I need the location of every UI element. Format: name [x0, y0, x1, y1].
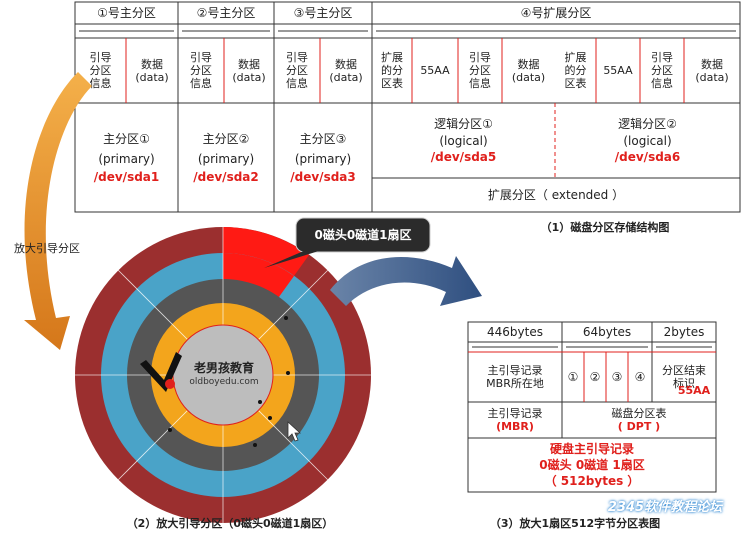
dpt-entry-1: ① — [567, 370, 579, 384]
callout-text: 0磁头0磁道1扇区 — [314, 228, 412, 242]
boot-info-cell: 引导 分区 信息 — [651, 51, 673, 90]
data-cell: 数据 (data) — [135, 57, 169, 84]
boot-info-cell: 引导 分区 信息 — [469, 51, 491, 90]
logical-partition-2: 逻辑分区② (logical) /dev/sda6 — [555, 103, 740, 178]
partition-device: /dev/sda1 — [93, 169, 160, 184]
data-cell: 数据 (data) — [511, 57, 546, 84]
caption-3: （3）放大1扇区512字节分区表图 — [489, 517, 661, 530]
caption-2: （2）放大引导分区（0磁头0磁道1扇区） — [126, 517, 334, 530]
data-cell: 数据 (data) — [232, 57, 266, 84]
partition-name: 主分区② — [202, 131, 250, 146]
ext-table-cell: 扩展 的分 区表 — [381, 51, 403, 90]
end-mark-value: 55AA — [677, 383, 711, 397]
partition-device: /dev/sda3 — [290, 169, 356, 184]
logo-icon — [140, 352, 182, 392]
boot-info-cell: 引导 分区 信息 — [190, 51, 212, 90]
boot-info-cell: 引导 分区 信息 — [286, 51, 308, 90]
partition-type: (primary) — [197, 151, 255, 166]
data-cell: 数据 (data) — [695, 57, 729, 84]
dpt-entry-4: ④ — [634, 370, 646, 384]
mbr-col-64: 64bytes — [582, 325, 632, 339]
caption-1: （1）磁盘分区存储结构图 — [540, 221, 670, 234]
partition-type: (logical) — [439, 134, 488, 148]
dpt-name-cell: 磁盘分区表 ( DPT ) — [562, 402, 716, 438]
logo-text: 老男孩教育 — [193, 361, 254, 375]
partition-device: /dev/sda6 — [614, 150, 681, 164]
aa-cell: 55AA — [603, 64, 633, 77]
zoom-label: 放大引导分区 — [14, 242, 80, 255]
data-cell: 数据 (data) — [329, 57, 363, 84]
partition-type: (primary) — [294, 151, 352, 166]
header-extended-4: ④号扩展分区 — [520, 6, 592, 20]
cursor-icon — [287, 421, 302, 442]
partition-structure-grid — [74, 1, 741, 213]
end-mark-label: 分区结束 标识 — [662, 364, 706, 390]
zoom-arrow — [24, 72, 92, 350]
partition-type: (primary) — [98, 151, 155, 166]
partition-name: 逻辑分区② — [618, 117, 677, 131]
dpt-entry-2: ② — [589, 370, 601, 384]
summary-line-2: 0磁头 0磁道 1扇区 — [539, 458, 645, 472]
mbr-abbr: (MBR) — [496, 420, 534, 433]
mbr-col-446: 446bytes — [487, 325, 543, 339]
mbr-summary: 硬盘主引导记录 0磁头 0磁道 1扇区 （ 512bytes ） — [468, 438, 716, 492]
ext-table-cell: 扩展 的分 区表 — [564, 51, 587, 90]
header-primary-3: ③号主分区 — [293, 6, 353, 20]
partition-name: 逻辑分区① — [434, 117, 493, 131]
logical-partition-1: 逻辑分区① (logical) /dev/sda5 — [372, 103, 555, 178]
partition-type: (logical) — [623, 134, 672, 148]
extended-partition-label: 扩展分区（ extended ） — [487, 188, 625, 202]
partition-name: 主分区③ — [299, 131, 347, 146]
partition-name: 主分区① — [103, 131, 150, 146]
primary-partition-1: 主分区① (primary) /dev/sda1 — [75, 103, 178, 212]
zoom-arrow-right — [330, 256, 482, 306]
logo-url: oldboyedu.com — [189, 377, 259, 387]
mbr-name: 主引导记录 — [487, 407, 543, 420]
mbr-name-cell: 主引导记录 (MBR) — [468, 402, 562, 438]
watermark: 2345软件教程论坛 — [607, 500, 723, 515]
primary-partition-2: 主分区② (primary) /dev/sda2 — [178, 103, 274, 212]
header-primary-2: ②号主分区 — [196, 6, 256, 20]
primary-partition-3: 主分区③ (primary) /dev/sda3 — [274, 103, 372, 212]
partition-device: /dev/sda5 — [430, 150, 497, 164]
callout-bubble — [295, 217, 431, 253]
summary-line-3: （ 512bytes ） — [544, 474, 640, 488]
dpt-name: 磁盘分区表 — [611, 407, 667, 420]
end-mark-cell: 分区结束 标识 — [652, 352, 716, 402]
aa-cell: 55AA — [420, 64, 450, 77]
partition-device: /dev/sda2 — [193, 169, 259, 184]
boot-info-cell: 引导 分区 信息 — [89, 51, 112, 90]
mbr-location-cell: 主引导记录 MBR所在地 — [486, 364, 544, 390]
summary-line-1: 硬盘主引导记录 — [549, 442, 634, 456]
header-primary-1: ①号主分区 — [97, 6, 156, 20]
dpt-abbr: ( DPT ) — [617, 420, 661, 433]
mbr-col-2: 2bytes — [663, 325, 705, 339]
dpt-entry-3: ③ — [611, 370, 623, 384]
